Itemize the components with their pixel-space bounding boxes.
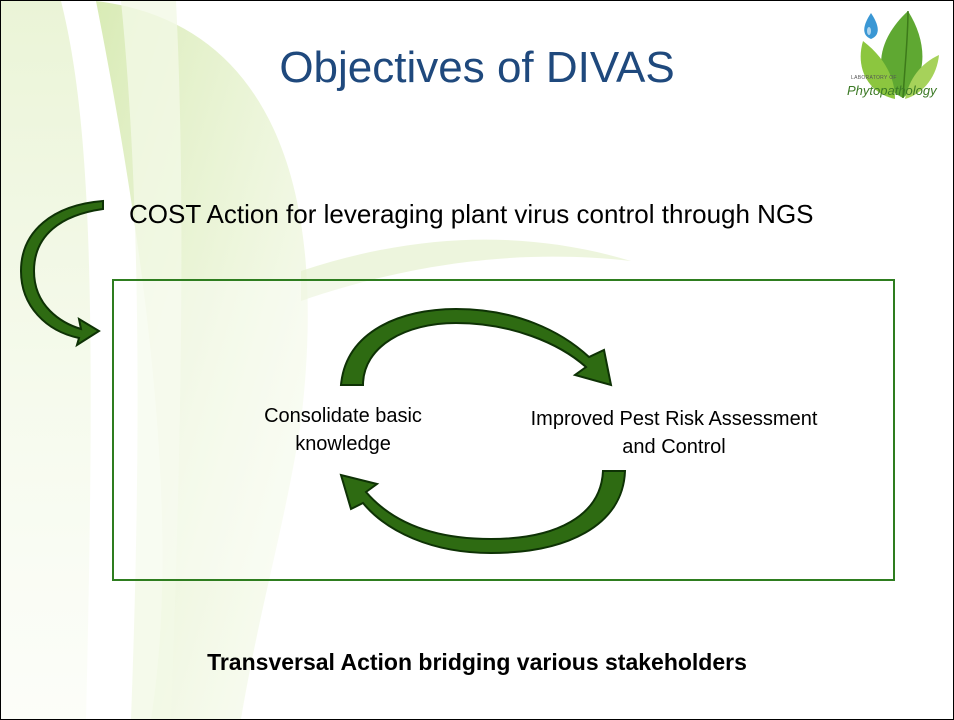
leaf-logo-icon <box>860 10 939 99</box>
slide-title: Objectives of DIVAS <box>279 43 675 92</box>
logo-subtitle: LABORATORY OF <box>851 75 897 81</box>
node-consolidate-knowledge: Consolidate basic knowledge <box>264 405 422 455</box>
cost-action-text: COST Action for leveraging plant virus c… <box>129 199 814 229</box>
node-pest-risk-assessment: Improved Pest Risk Assessment and Contro… <box>530 408 818 458</box>
logo-name: Phytopathology <box>847 83 937 98</box>
footer-statement: Transversal Action bridging various stak… <box>207 649 747 675</box>
